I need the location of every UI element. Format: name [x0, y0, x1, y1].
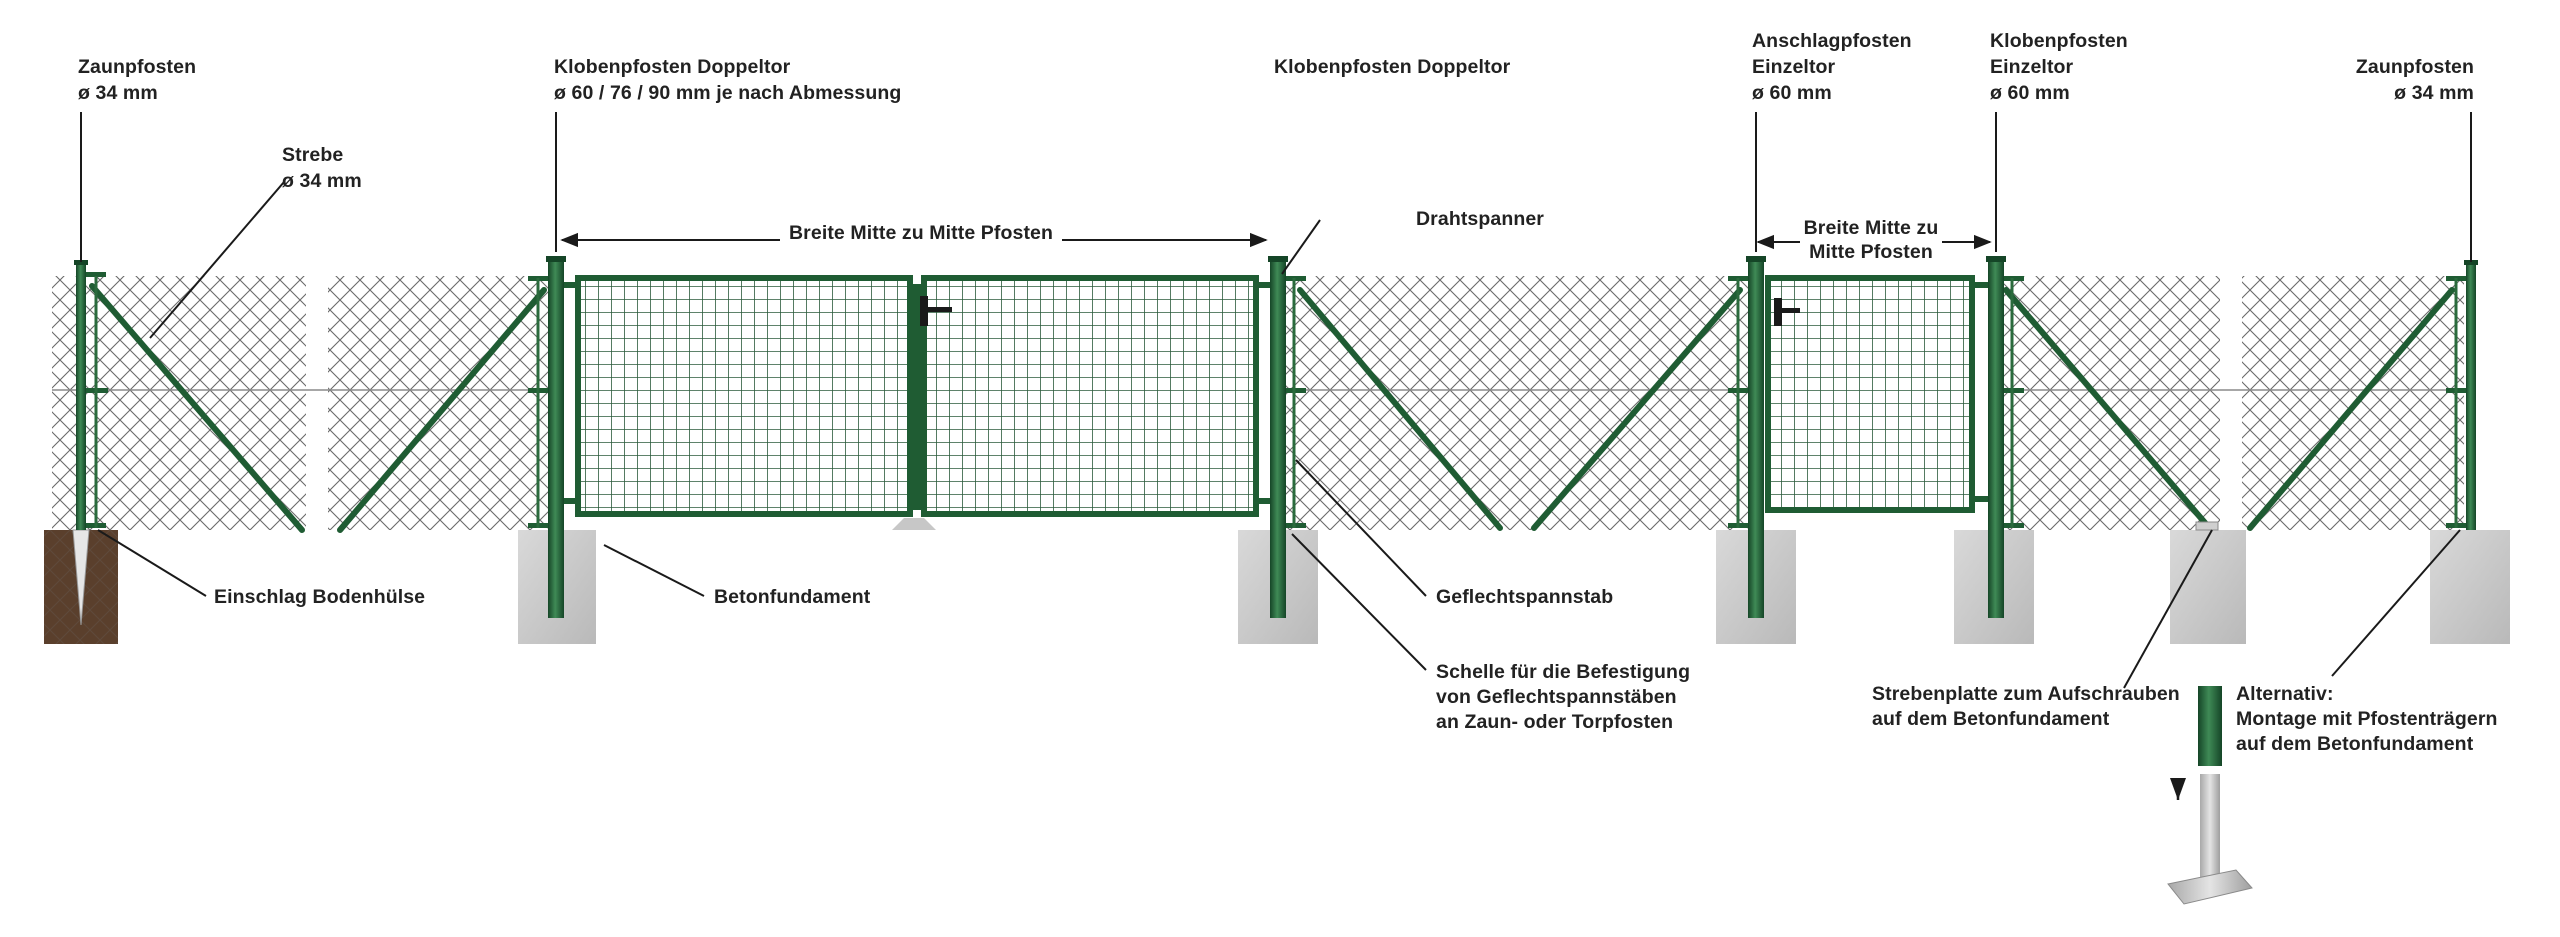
strut-1	[89, 283, 305, 533]
concrete-foundation-5	[2170, 530, 2246, 644]
label-line: an Zaun- oder Torpfosten	[1436, 711, 1674, 733]
label-line: ø 60 / 76 / 90 mm je nach Abmessung	[554, 82, 902, 104]
label-line: Alternativ:	[2236, 683, 2334, 705]
gate-stop	[892, 518, 936, 530]
post-holder-illustration	[2167, 686, 2253, 905]
label-line: Betonfundament	[714, 586, 871, 608]
strut-4	[1531, 287, 1743, 531]
single-gate-stop-post	[1748, 258, 1764, 618]
tension-bars	[94, 276, 2458, 528]
label-line: Klobenpfosten Doppeltor	[1274, 56, 1511, 78]
label-line: ø 60 mm	[1990, 82, 2070, 104]
single-gate	[1765, 275, 1975, 513]
label-line: Anschlagpfosten	[1752, 30, 1912, 52]
single-gate-hinge-post	[1988, 258, 2004, 618]
label-line: Drahtspanner	[1416, 208, 1544, 230]
label-line: Klobenpfosten	[1990, 30, 2128, 52]
fence-post-left	[76, 262, 86, 530]
dimension-arrows	[560, 232, 1992, 250]
double-gate-hinge-post-left	[548, 258, 564, 618]
label-kloben-double-right: Klobenpfosten Doppeltor	[1274, 54, 1510, 80]
label-kloben-single: Klobenpfosten Einzeltor ø 60 mm	[1990, 28, 2128, 106]
label-line: Klobenpfosten Doppeltor	[554, 56, 791, 78]
double-gate	[575, 275, 1259, 530]
label-zaunpfosten-left: Zaunpfosten ø 34 mm	[78, 54, 196, 106]
label-line: Strebenplatte zum Aufschrauben	[1872, 683, 2180, 705]
label-line: Einzeltor	[1752, 56, 1836, 78]
double-gate-right-leaf	[921, 275, 1259, 517]
fence-post-right	[2466, 262, 2476, 530]
strut-5	[2003, 287, 2209, 527]
label-schelle: Schelle für die Befestigung von Geflecht…	[1436, 660, 1690, 735]
label-strebenplatte: Strebenplatte zum Aufschrauben auf dem B…	[1872, 682, 2180, 732]
leader-lines	[80, 112, 2472, 689]
concrete-foundation-6	[2430, 530, 2510, 644]
double-gate-hinge-post-right	[1270, 258, 1286, 618]
single-gate-handle	[1778, 308, 1800, 313]
strut-3	[1297, 287, 1503, 531]
struts	[89, 283, 2455, 533]
label-breite-double: Breite Mitte zu Mitte Pfosten	[780, 220, 1062, 246]
label-zaunpfosten-right: Zaunpfosten ø 34 mm	[2300, 54, 2474, 106]
label-line: Einschlag Bodenhülse	[214, 586, 426, 608]
post-holder-base-plate	[2167, 869, 2253, 905]
label-line: von Geflechtspannstäben	[1436, 686, 1677, 708]
label-einschlag: Einschlag Bodenhülse	[214, 584, 425, 610]
label-kloben-double-left: Klobenpfosten Doppeltor ø 60 / 76 / 90 m…	[554, 54, 901, 106]
down-arrow-icon	[2170, 778, 2186, 800]
label-line: Zaunpfosten	[2355, 56, 2474, 78]
strut-6	[2247, 287, 2455, 531]
label-geflechtspannstab: Geflechtspannstab	[1436, 584, 1613, 610]
label-line: Breite Mitte zu Mitte Pfosten	[789, 222, 1053, 244]
label-line: Breite Mitte zu	[1803, 217, 1939, 239]
label-line: auf dem Betonfundament	[2236, 733, 2474, 755]
label-line: auf dem Betonfundament	[1872, 708, 2110, 730]
label-line: Schelle für die Befestigung	[1436, 661, 1691, 683]
post-holder-post	[2198, 686, 2222, 766]
label-strebe: Strebe ø 34 mm	[282, 142, 362, 194]
label-line: Zaunpfosten	[78, 56, 197, 78]
label-line: Geflechtspannstab	[1436, 586, 1614, 608]
label-drahtspanner: Drahtspanner	[1416, 206, 1544, 232]
label-breite-single: Breite Mitte zu Mitte Pfosten	[1800, 216, 1942, 264]
label-line: Mitte Pfosten	[1809, 241, 1933, 263]
mesh-panel-3	[1282, 276, 1752, 530]
label-alternativ: Alternativ: Montage mit Pfostenträgern a…	[2236, 682, 2498, 757]
label-line: Einzeltor	[1990, 56, 2074, 78]
label-line: ø 34 mm	[2394, 82, 2474, 104]
label-line: ø 34 mm	[282, 170, 362, 192]
post-holder-sleeve	[2200, 774, 2220, 884]
label-line: Montage mit Pfostenträgern	[2236, 708, 2498, 730]
label-line: Strebe	[282, 144, 344, 166]
double-gate-handle	[926, 307, 952, 312]
single-gate-leaf	[1765, 275, 1975, 513]
mesh-panel-4	[1998, 276, 2220, 530]
label-betonfundament: Betonfundament	[714, 584, 870, 610]
label-anschlag-single: Anschlagpfosten Einzeltor ø 60 mm	[1752, 28, 1912, 106]
strut-2	[337, 287, 547, 533]
strut-base-plate	[2195, 521, 2219, 531]
posts	[74, 256, 2478, 618]
double-gate-left-leaf	[575, 275, 913, 517]
label-line: ø 34 mm	[78, 82, 158, 104]
mesh-panel-2	[328, 276, 550, 530]
label-line: ø 60 mm	[1752, 82, 1832, 104]
